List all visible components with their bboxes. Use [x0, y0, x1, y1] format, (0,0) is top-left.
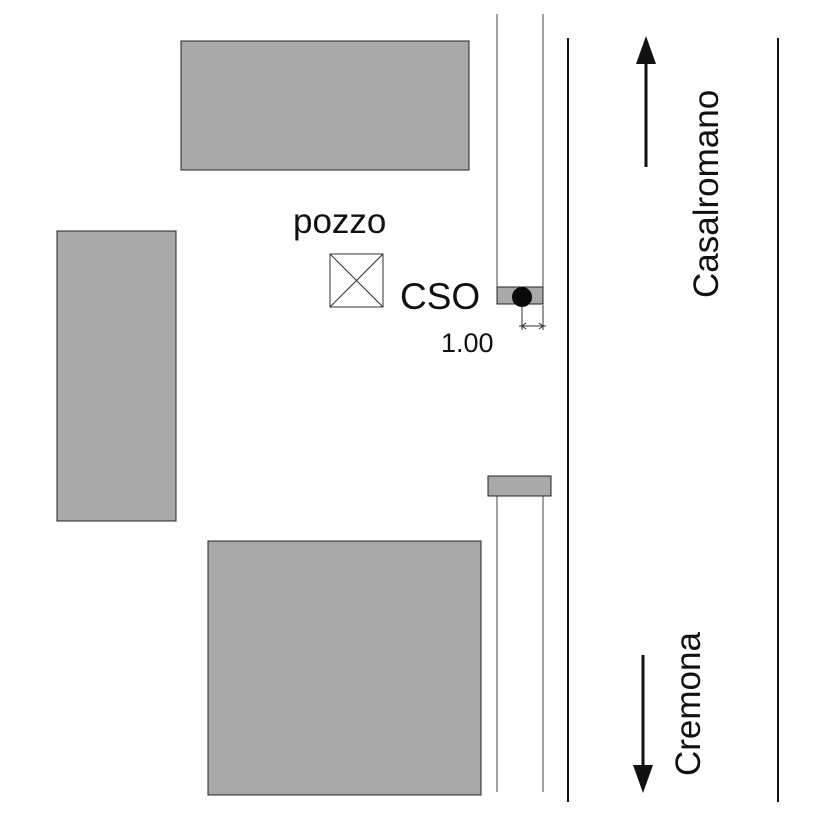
- arrow-down-icon: [633, 655, 653, 793]
- cso-point-icon: [512, 287, 532, 307]
- culvert-lower: [487, 475, 552, 497]
- cso-label: CSO: [400, 276, 480, 317]
- dimension-marker: [519, 305, 546, 330]
- building-bottom: [207, 540, 482, 796]
- arrow-up-icon: [636, 36, 656, 167]
- direction-label-north: Casalromano: [687, 90, 726, 298]
- building-left: [56, 230, 177, 522]
- building-top: [180, 40, 470, 171]
- well-crossed-square-icon: [329, 253, 384, 308]
- direction-label-south: Cremona: [669, 632, 708, 776]
- distance-label: 1.00: [441, 328, 494, 358]
- well-label: pozzo: [293, 202, 386, 241]
